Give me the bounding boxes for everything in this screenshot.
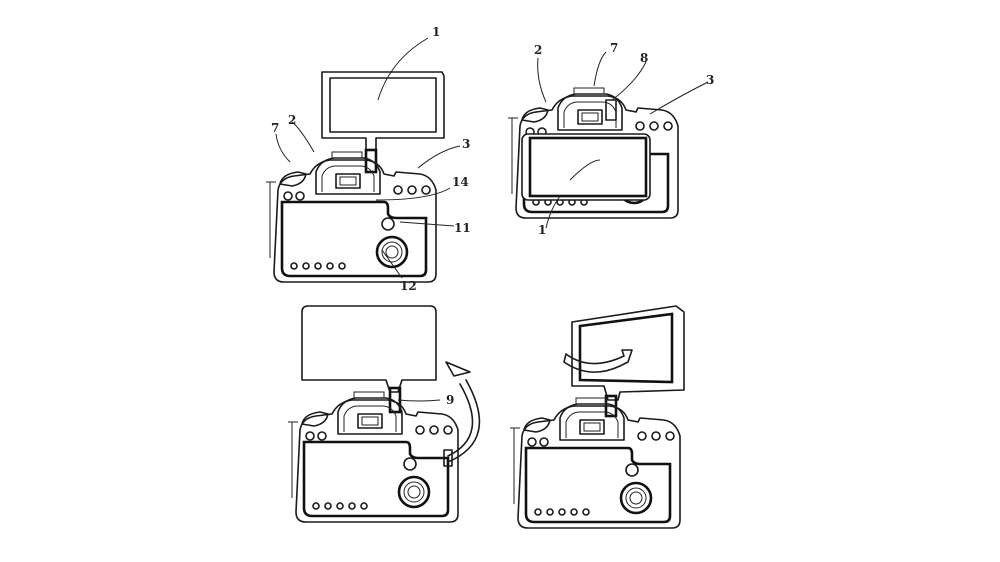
panel-bottom-right bbox=[508, 305, 685, 530]
ref-7: 7 bbox=[610, 41, 618, 55]
ref-2: 2 bbox=[534, 43, 542, 57]
ref-7: 7 bbox=[271, 121, 279, 135]
ref-1: 1 bbox=[538, 223, 546, 237]
ref-8: 8 bbox=[640, 51, 648, 65]
ref-2: 2 bbox=[288, 113, 296, 127]
ref-3: 3 bbox=[706, 73, 714, 87]
ref-11: 11 bbox=[454, 221, 471, 235]
panel-bottom-left: 9 bbox=[286, 305, 481, 524]
ref-14: 14 bbox=[452, 175, 469, 189]
ref-3: 3 bbox=[462, 137, 470, 151]
ref-12: 12 bbox=[400, 279, 417, 293]
ref-9: 9 bbox=[446, 393, 454, 407]
ref-1: 1 bbox=[432, 25, 440, 39]
panel-top-right: 2 7 8 3 1 bbox=[506, 41, 714, 237]
panel-top-left: 1 2 7 3 14 11 12 bbox=[264, 25, 471, 293]
